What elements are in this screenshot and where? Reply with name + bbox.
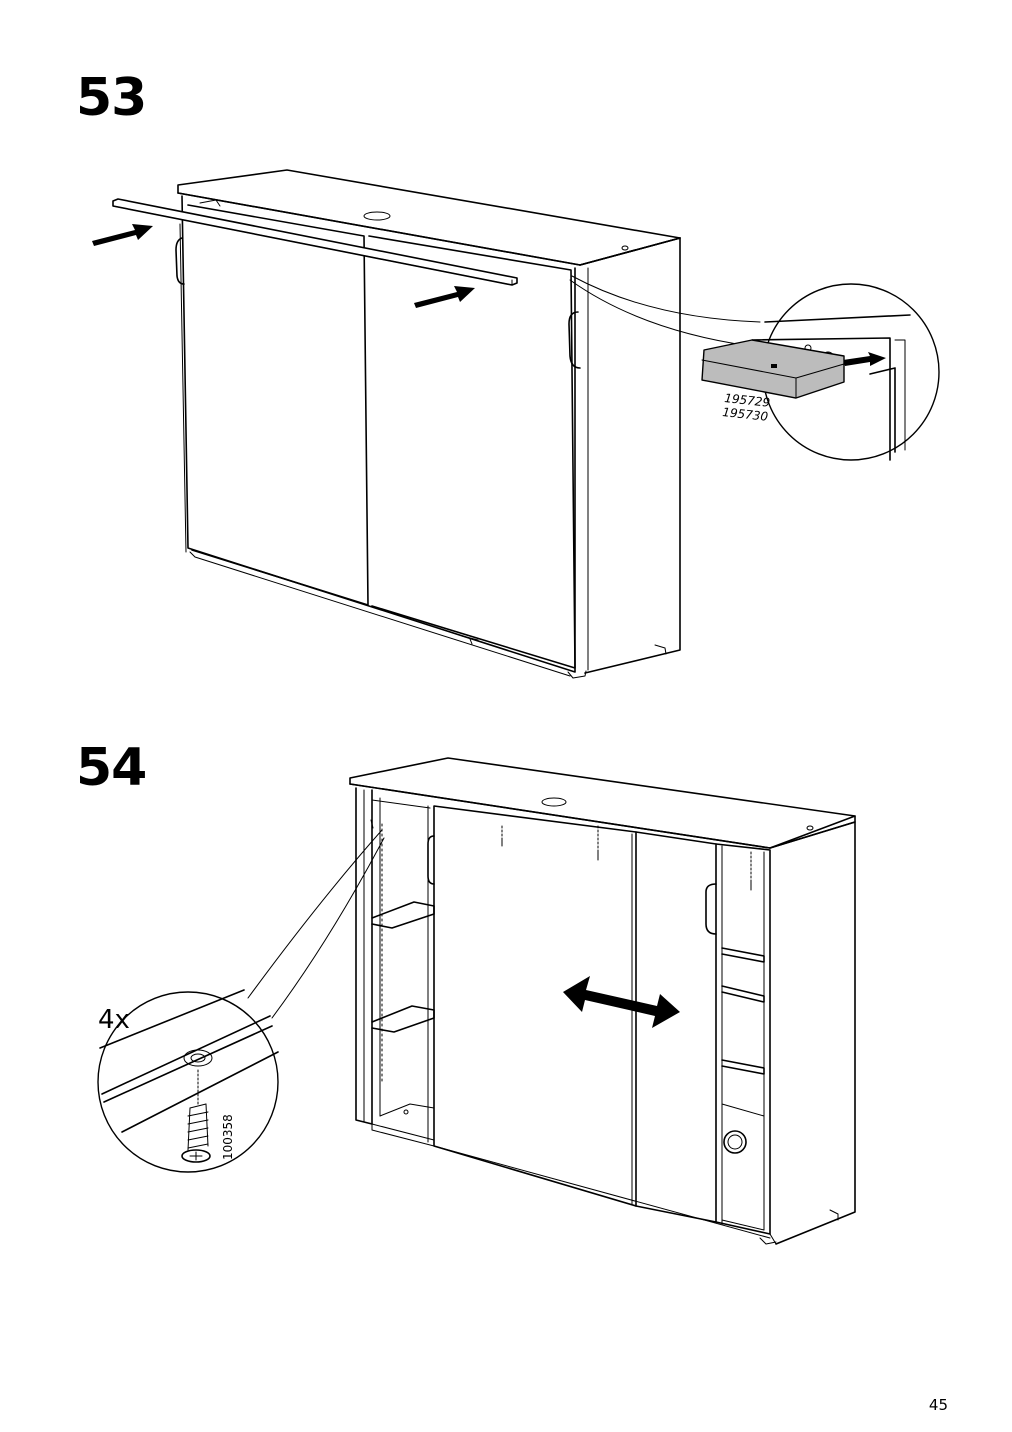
step-number-53: 53: [76, 68, 147, 128]
step-54-cabinet: [349, 757, 856, 1245]
quantity-label: 4x: [98, 1005, 130, 1035]
page-number: 45: [928, 1396, 948, 1414]
screw-part-number: 100358: [221, 1114, 235, 1160]
part-number-195730: 195730: [722, 405, 769, 424]
step-number-54: 54: [76, 738, 147, 798]
step-53-cabinet: [175, 169, 681, 679]
top-rail: [112, 198, 518, 286]
insert-arrows: [92, 224, 475, 308]
slide-double-arrow: [563, 976, 680, 1028]
detail-callout-54: [97, 829, 385, 1173]
part-number-labels-53: 195729 195730: [722, 391, 771, 424]
detail-callout-53: [569, 275, 940, 461]
part-number-195729: 195729: [724, 391, 771, 410]
